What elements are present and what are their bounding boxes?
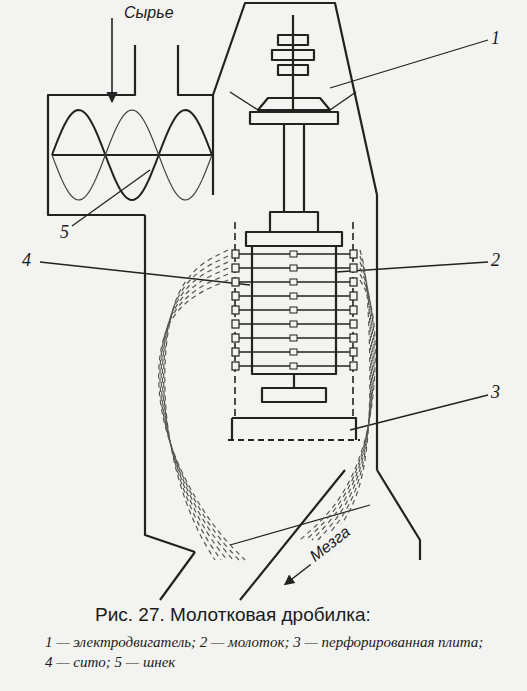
outlet-chute: [160, 552, 195, 600]
pulp-flow: [312, 268, 373, 540]
motor-shaft: [292, 15, 294, 110]
feed-arrow: [111, 18, 113, 102]
callout-number: 4: [22, 250, 31, 271]
callout-number: 1: [491, 28, 500, 49]
motor-mount: [230, 92, 356, 110]
hammer-pin: [290, 293, 297, 299]
hammer-pin: [290, 321, 297, 327]
hammer-pin: [290, 307, 297, 313]
pulp-flow: [165, 250, 228, 560]
screw-shaft: [52, 154, 212, 156]
hammer-tip: [350, 278, 357, 286]
housing-bottom: [377, 470, 420, 560]
hammer-tip: [232, 264, 239, 272]
motor-flange: [250, 112, 338, 124]
housing-left: [145, 215, 195, 552]
housing-wall: [212, 95, 214, 195]
pulp-flow: [160, 274, 239, 560]
pulp-flow: [306, 274, 374, 540]
rotor-disc: [262, 388, 326, 402]
flow-label: Сырье: [124, 4, 174, 22]
part-list: 1 — электродвигатель; 2 — молоток; 3 — п…: [45, 632, 485, 673]
hammer-tip: [350, 348, 357, 356]
hammer-pin: [290, 265, 297, 271]
perforated-plate: [228, 439, 360, 441]
perforated-plate: [232, 418, 356, 440]
hammer-pin: [290, 349, 297, 355]
hammer-tip: [232, 278, 239, 286]
hammer-tip: [232, 320, 239, 328]
screw-flight: [52, 110, 212, 200]
pulp-flow: [164, 256, 228, 560]
leader-lines: [40, 40, 488, 430]
flow-label: Мезга: [305, 521, 356, 566]
hopper-wall: [178, 45, 213, 95]
hammer-pin: [290, 335, 297, 341]
hammer-tip: [350, 362, 357, 370]
callout-number: 2: [491, 250, 500, 271]
pulp-flow: [162, 262, 228, 560]
callout-number: 3: [491, 382, 500, 403]
pulp-flow: [161, 268, 233, 560]
pulp-flow: [159, 280, 245, 560]
rotor-hub: [270, 212, 318, 232]
housing-right: [213, 3, 377, 470]
hammer-pin: [290, 279, 297, 285]
pulp-flow: [300, 280, 375, 540]
hammer-pin: [290, 251, 297, 257]
rotor-shaft: [293, 374, 295, 388]
hammer-tip: [350, 250, 357, 258]
hammer-tip: [350, 292, 357, 300]
hammer-tip: [350, 320, 357, 328]
pulp-flow: [324, 256, 371, 540]
motor-flange: [258, 98, 330, 110]
callout-number: 5: [60, 222, 69, 243]
hammer-tip: [232, 334, 239, 342]
hammer-tip: [232, 292, 239, 300]
screw-flight: [52, 110, 212, 200]
hammer-tip: [232, 306, 239, 314]
pulp-flow: [318, 262, 372, 540]
flow-arrow: [285, 565, 311, 585]
hammer-tip: [350, 334, 357, 342]
figure-caption: Рис. 27. Молотковая дробилка:: [95, 604, 371, 626]
hammer-tip: [232, 362, 239, 370]
hammer-tip: [350, 264, 357, 272]
hammer-tip: [232, 348, 239, 356]
hammer-tip: [232, 250, 239, 258]
hammer-pin: [290, 363, 297, 369]
hammer-tip: [350, 306, 357, 314]
rotor-shaft: [284, 124, 304, 212]
rotor-disc: [246, 232, 342, 246]
